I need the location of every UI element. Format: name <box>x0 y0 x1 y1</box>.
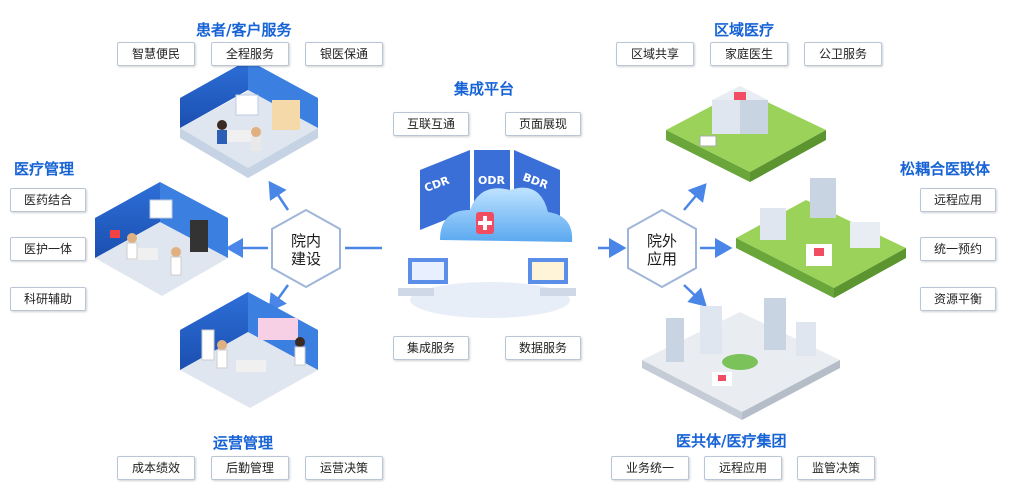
tag-patient-0: 智慧便民 <box>117 42 195 66</box>
tag-regional-0: 区域共享 <box>616 42 694 66</box>
community-city-illustration <box>642 298 840 420</box>
hub-outer-label: 院外 应用 <box>627 232 697 268</box>
tag-alliance-1: 统一预约 <box>920 237 996 261</box>
tag-community-2: 监管决策 <box>797 456 875 480</box>
room-operation-illustration <box>180 292 318 408</box>
room-medical-illustration <box>95 182 228 296</box>
room-patient-illustration <box>180 60 318 178</box>
connectors <box>225 180 733 313</box>
tag-community-0: 业务统一 <box>611 456 689 480</box>
tag-alliance-0: 远程应用 <box>920 188 996 212</box>
section-title-alliance: 松耦合医联体 <box>900 160 991 178</box>
tag-medical-1: 医护一体 <box>10 237 86 261</box>
section-title-regional: 区域医疗 <box>714 21 775 39</box>
tag-platform-0: 互联互通 <box>393 112 469 136</box>
tag-patient-2: 银医保通 <box>305 42 383 66</box>
section-title-platform: 集成平台 <box>454 80 515 98</box>
connector-outer-to-regional <box>683 183 707 211</box>
platform-cloud-illustration <box>398 150 576 318</box>
tag-regional-1: 家庭医生 <box>710 42 788 66</box>
regional-hospital-illustration <box>666 86 826 182</box>
cloud-label-odr: ODR <box>478 174 505 187</box>
hub-inner-line1: 院内 <box>290 232 321 250</box>
hub-inner-label: 院内 建设 <box>271 232 341 268</box>
connector-outer-to-community <box>683 284 707 307</box>
tag-community-1: 远程应用 <box>704 456 782 480</box>
tag-patient-1: 全程服务 <box>211 42 289 66</box>
tag-operation-2: 运营决策 <box>305 456 383 480</box>
tag-operation-0: 成本绩效 <box>117 456 195 480</box>
section-title-patient: 患者/客户服务 <box>196 21 292 39</box>
tag-platform-3: 数据服务 <box>505 336 581 360</box>
connector-inner-to-patient <box>268 180 290 211</box>
section-title-medical: 医疗管理 <box>14 160 75 178</box>
tag-platform-1: 页面展现 <box>505 112 581 136</box>
tag-medical-2: 科研辅助 <box>10 287 86 311</box>
tag-alliance-2: 资源平衡 <box>920 287 996 311</box>
alliance-buildings-illustration <box>736 178 906 298</box>
tag-regional-2: 公卫服务 <box>804 42 882 66</box>
section-title-operation: 运营管理 <box>213 434 274 452</box>
tag-platform-2: 集成服务 <box>393 336 469 360</box>
tag-medical-0: 医药结合 <box>10 188 86 212</box>
hex-inner <box>271 208 341 289</box>
hex-outer <box>627 208 697 289</box>
hub-outer-line2: 应用 <box>646 250 677 268</box>
hub-outer-line1: 院外 <box>646 232 677 250</box>
hub-inner-line2: 建设 <box>290 250 321 268</box>
section-title-community: 医共体/医疗集团 <box>676 432 787 450</box>
tag-operation-1: 后勤管理 <box>211 456 289 480</box>
